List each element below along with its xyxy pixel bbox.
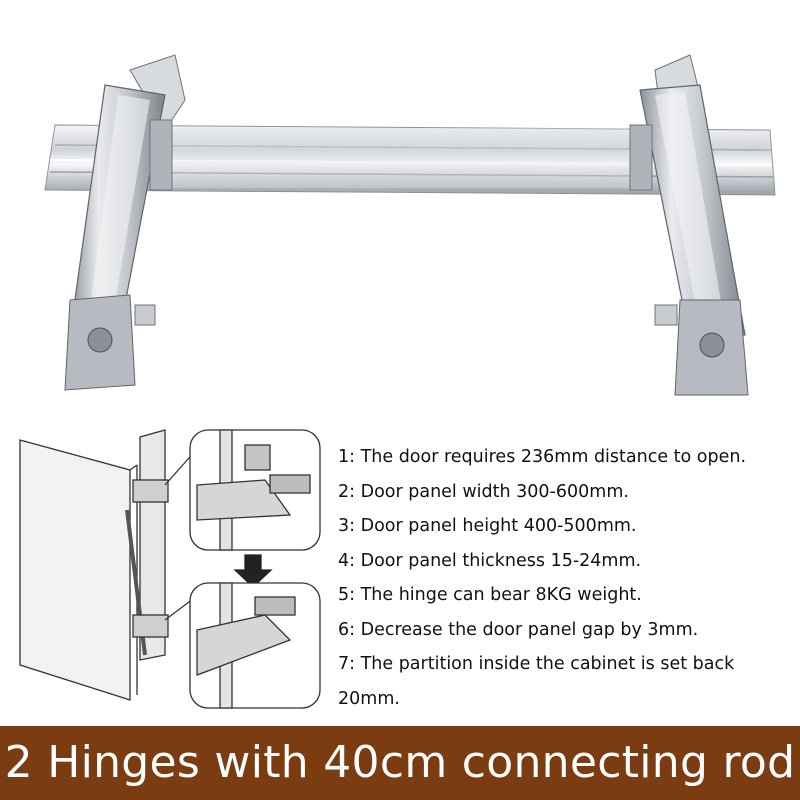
bottom-banner: 2 Hinges with 40cm connecting rod — [0, 726, 800, 800]
spec-item: 5: The hinge can bear 8KG weight. — [338, 585, 642, 605]
left-hinge — [64, 54, 186, 391]
connecting-rod — [44, 124, 776, 196]
spec-list: 1: The door requires 236mm distance to o… — [338, 440, 798, 716]
spec-item: 2: Door panel width 300-600mm. — [338, 481, 629, 502]
installation-diagram — [19, 429, 321, 709]
spec-item: 7: The partition inside the cabinet is s… — [338, 654, 735, 709]
right-hinge — [629, 54, 749, 396]
product-photo — [44, 54, 776, 396]
spec-item: 4: Door panel thickness 15-24mm. — [338, 550, 642, 571]
spec-item: 3: Door panel height 400-500mm. — [338, 516, 637, 536]
door-panel — [19, 439, 131, 701]
spec-item: 6: Decrease the door panel gap by 3mm. — [338, 619, 699, 640]
spec-item: 1: The door requires 236mm distance to o… — [338, 447, 747, 467]
